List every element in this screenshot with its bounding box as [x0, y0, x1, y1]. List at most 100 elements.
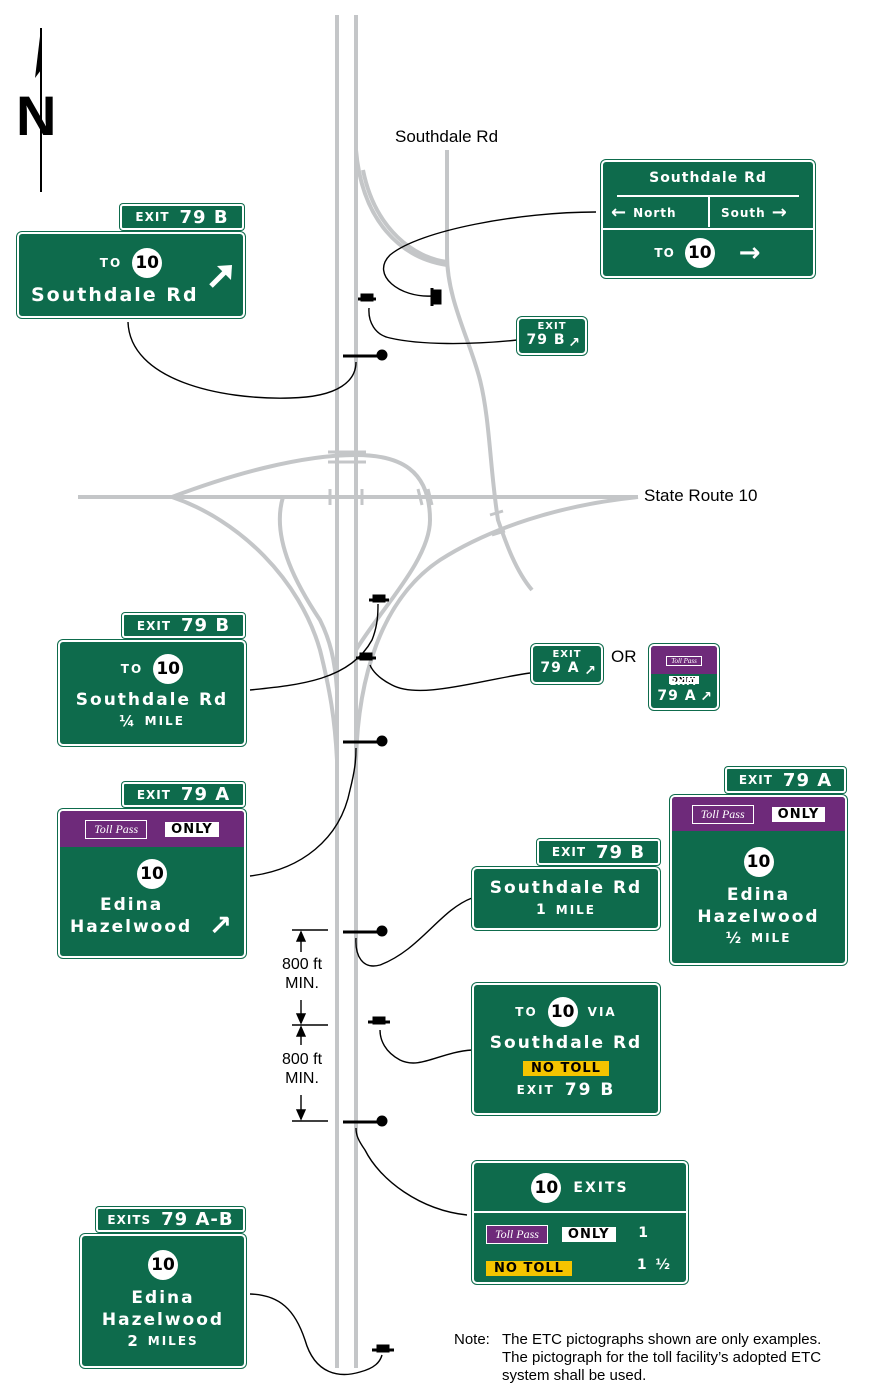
route-10-shield-icon: 10	[132, 248, 163, 278]
note-line-1: The ETC pictographs shown are only examp…	[502, 1331, 822, 1348]
exit-word: EXIT	[516, 1083, 555, 1097]
route-10-shield-icon: 10	[137, 859, 167, 889]
destination-2: Hazelwood	[697, 907, 820, 927]
spacing-unit: MIN.	[285, 1070, 319, 1087]
exit-word: EXIT	[136, 787, 171, 802]
sign11-exits-summary-sign: 10 EXITS Toll Pass ONLY 1 NO TOLL 1 ½	[472, 1161, 688, 1284]
north-direction: ← North	[611, 202, 677, 223]
sign7-toll-overhead-sign: Toll Pass ONLY 10 Edina Hazelwood ↗	[58, 809, 246, 958]
destination: Southdale Rd	[489, 1033, 643, 1053]
distance: ½	[725, 929, 744, 947]
toll-pass-row: Toll Pass ONLY	[486, 1225, 616, 1244]
left-arrow-icon: ←	[611, 202, 628, 223]
ramp-sw-inner	[277, 496, 339, 691]
exit-word: EXIT	[135, 210, 170, 224]
distance: 2	[127, 1332, 140, 1350]
southdale-road	[445, 150, 534, 592]
sign9-exit-tab: EXIT 79 B	[537, 839, 660, 865]
sign4-advance-guide-sign: TO 10 Southdale Rd ¼ MILE	[58, 640, 246, 746]
no-toll-distance: 1 ½	[636, 1257, 672, 1273]
to-word: TO	[515, 1005, 538, 1019]
ramp-loop-nw	[171, 452, 433, 652]
exit-word: EXIT	[551, 845, 587, 859]
toll-pass-pictograph: Toll Pass	[691, 804, 754, 824]
note-label: Note:	[454, 1331, 490, 1348]
exit-number: 79 B	[181, 615, 231, 636]
sign10-no-toll-guide-sign: TO 10 VIA Southdale Rd NO TOLL EXIT 79 B	[472, 983, 660, 1115]
exit-number: 79 A	[540, 660, 580, 676]
exit-word: EXIT	[136, 618, 172, 633]
south-word: South	[721, 205, 766, 220]
no-toll-row: NO TOLL	[486, 1257, 572, 1276]
sign12-exit-tab: EXITS 79 A-B	[96, 1207, 245, 1232]
diagonal-arrow-icon: ↗	[584, 663, 597, 679]
note-line-3: system shall be used.	[502, 1367, 647, 1384]
sign9-advance-guide-sign: Southdale Rd 1 MILE	[472, 867, 660, 930]
sign1-guide-sign: TO 10 Southdale Rd	[17, 232, 245, 318]
only-plaque: ONLY	[165, 821, 219, 837]
sign4-exit-tab: EXIT 79 B	[122, 613, 245, 638]
only-plaque: ONLY	[668, 676, 700, 684]
spacing-value: 800 ft	[281, 956, 323, 973]
southdale-road-label: Southdale Rd	[395, 127, 499, 146]
distance-unit: MILES	[147, 1334, 199, 1348]
route-10-shield-icon: 10	[148, 1250, 178, 1280]
exit-word: EXIT	[738, 773, 773, 787]
exit-number: 79 B	[564, 1080, 616, 1100]
exit-word: EXIT	[552, 649, 582, 660]
route-10-shield-icon: 10	[684, 238, 715, 268]
destination: Southdale Rd	[489, 878, 643, 898]
sign3-exit-gore-sign: EXIT 79 B ↗	[517, 317, 587, 355]
destination: Southdale Rd	[31, 284, 199, 306]
exit-number: 79 A-B	[161, 1209, 234, 1230]
title: Southdale Rd	[649, 170, 767, 186]
ramp-ne-off	[354, 495, 639, 761]
exit-number: 79 A	[782, 769, 833, 791]
spacing-label-2: 800 ft MIN.	[272, 1050, 332, 1088]
ramp-loop-sw	[171, 495, 339, 761]
distance-unit: MILE	[751, 931, 792, 945]
right-arrow-icon: →	[771, 202, 788, 223]
note-line-2: The pictograph for the toll facility’s a…	[502, 1349, 822, 1366]
route-10-shield-icon: 10	[153, 654, 184, 684]
diagonal-arrow-icon: ↗	[568, 335, 581, 351]
exits-word: EXITS	[573, 1180, 629, 1196]
only-distance: 1	[638, 1225, 650, 1241]
spacing-value: 800 ft	[281, 1051, 323, 1068]
destination-2: Hazelwood	[101, 1310, 225, 1330]
destination-1: Edina	[100, 895, 164, 915]
exit-number: 79 B	[596, 841, 646, 863]
distance: 1	[536, 902, 548, 918]
distance-unit: MILE	[555, 903, 596, 917]
sign5-exit-gore-sign: EXIT 79 A ↗	[531, 644, 603, 684]
or-label: OR	[611, 647, 637, 666]
ramp-ne-loop	[354, 149, 448, 267]
no-toll-plaque: NO TOLL	[523, 1061, 609, 1076]
exit-word: EXIT	[669, 677, 699, 688]
spacing-label-1: 800 ft MIN.	[272, 955, 332, 993]
no-toll-plaque: NO TOLL	[486, 1261, 572, 1276]
via-word: VIA	[587, 1005, 617, 1019]
exit-number: 79 A	[657, 688, 697, 704]
sign8-exit-tab: EXIT 79 A	[725, 767, 846, 793]
destination: Southdale Rd	[75, 690, 229, 710]
diagonal-arrow-icon: ↗	[208, 909, 234, 942]
destination-2: Hazelwood	[70, 917, 193, 937]
to-word: TO	[120, 662, 144, 676]
sign2-ramp-guide-sign: Southdale Rd ← North South → TO 10 →	[601, 160, 815, 278]
destination-1: Edina	[726, 885, 791, 905]
only-plaque: ONLY	[771, 806, 826, 822]
exit-number: 79 A	[180, 784, 231, 805]
sign8-toll-advance-sign: Toll Pass ONLY 10 Edina Hazelwood ½ MILE	[670, 795, 847, 965]
north-label: N	[16, 84, 57, 147]
only-plaque: ONLY	[561, 1227, 616, 1242]
sign1-exit-tab: EXIT 79 B	[120, 204, 244, 230]
right-arrow-icon: →	[738, 238, 762, 268]
distance-unit: MILE	[144, 714, 185, 728]
diagonal-arrow-icon: ↗	[700, 689, 713, 705]
spacing-unit: MIN.	[285, 975, 319, 992]
distance: ¼	[119, 712, 137, 730]
route-10-shield-icon: 10	[547, 997, 578, 1027]
toll-pass-pictograph: Toll Pass	[85, 819, 148, 839]
